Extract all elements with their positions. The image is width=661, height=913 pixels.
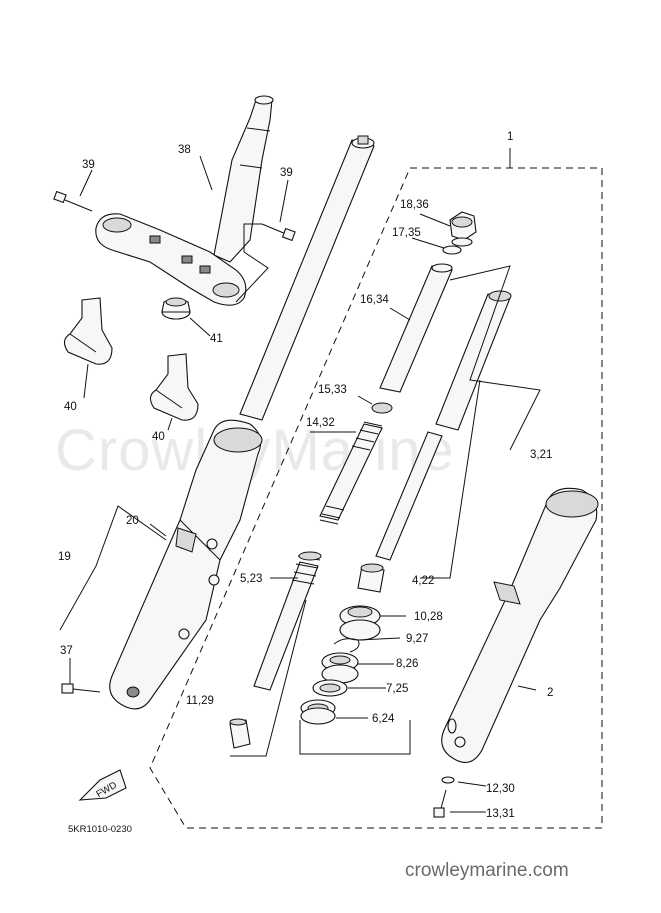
site-url: crowleymarine.com	[405, 860, 569, 881]
bushing-6-24	[300, 699, 336, 725]
spacer-16-34	[379, 263, 453, 393]
callout-41: 41	[210, 333, 223, 345]
washer-12-30	[441, 776, 455, 784]
spring-14-32	[319, 421, 383, 525]
bolt-39-left	[53, 190, 93, 212]
bolt-39-right	[261, 223, 296, 242]
callout-39-left: 39	[82, 159, 95, 171]
callout-2: 2	[547, 687, 553, 699]
leader-11-29	[230, 599, 307, 757]
inner-tube-left	[239, 135, 375, 421]
washer-7-25	[312, 679, 348, 697]
callout-1: 1	[507, 131, 513, 143]
cap-bolt-18-36	[449, 211, 477, 247]
leader-19b	[59, 565, 97, 631]
outer-tube-20	[109, 419, 263, 710]
collar-41	[161, 297, 191, 320]
diagram-code: 5KR1010-0230	[68, 824, 132, 835]
callout-38: 38	[178, 144, 191, 156]
callout-15-33: 15,33	[318, 384, 347, 396]
leader-39-right	[243, 223, 262, 252]
leader-3-21	[449, 265, 541, 451]
callout-13-31: 13,31	[486, 808, 515, 820]
callout-12-30: 12,30	[486, 783, 515, 795]
damper-rod-4-22	[357, 431, 443, 593]
callout-9-27: 9,27	[406, 633, 428, 645]
callout-37: 37	[60, 645, 73, 657]
outer-tube-2	[441, 487, 599, 763]
rod-5-23	[253, 551, 322, 691]
damper-upper-3-21	[435, 290, 512, 431]
bolt-37	[61, 683, 101, 694]
fork-cover-40-lower	[149, 353, 199, 421]
callout-11-29: 11,29	[186, 695, 214, 707]
callout-20: 20	[126, 515, 139, 527]
oil-seal-8-26	[321, 652, 359, 684]
callout-5-23: 5,23	[240, 573, 262, 585]
callout-18-36: 18,36	[400, 199, 429, 211]
callout-16-34: 16,34	[360, 294, 389, 306]
steering-stem-38	[213, 95, 274, 263]
leader-39-bracket	[235, 251, 269, 303]
callout-39-right: 39	[280, 167, 293, 179]
callout-17-35: 17,35	[392, 227, 421, 239]
leader-6-24	[299, 720, 411, 755]
bolt-13-31	[433, 789, 447, 818]
assembly-outline-1	[149, 167, 603, 829]
callout-19: 19	[58, 551, 71, 563]
bushing-11-29	[229, 718, 251, 749]
callout-10-28: 10,28	[414, 611, 443, 623]
callout-4-22: 4,22	[412, 575, 434, 587]
under-bracket	[95, 213, 247, 306]
callout-14-32: 14,32	[306, 417, 335, 429]
callout-7-25: 7,25	[386, 683, 408, 695]
callout-40-left: 40	[64, 401, 77, 413]
fork-cover-40-upper	[63, 297, 113, 365]
callout-6-24: 6,24	[372, 713, 395, 725]
clip-9-27	[333, 638, 360, 653]
leader-4-22	[420, 379, 481, 579]
fwd-arrow-icon: FWD	[78, 769, 127, 801]
callout-40-right: 40	[152, 431, 165, 443]
leader-19	[95, 505, 167, 567]
dust-seal-10-28	[339, 605, 381, 641]
callout-3-21: 3,21	[530, 449, 552, 461]
callout-8-26: 8,26	[396, 658, 418, 670]
washer-15-33	[371, 402, 393, 414]
o-ring-17-35	[442, 245, 462, 255]
